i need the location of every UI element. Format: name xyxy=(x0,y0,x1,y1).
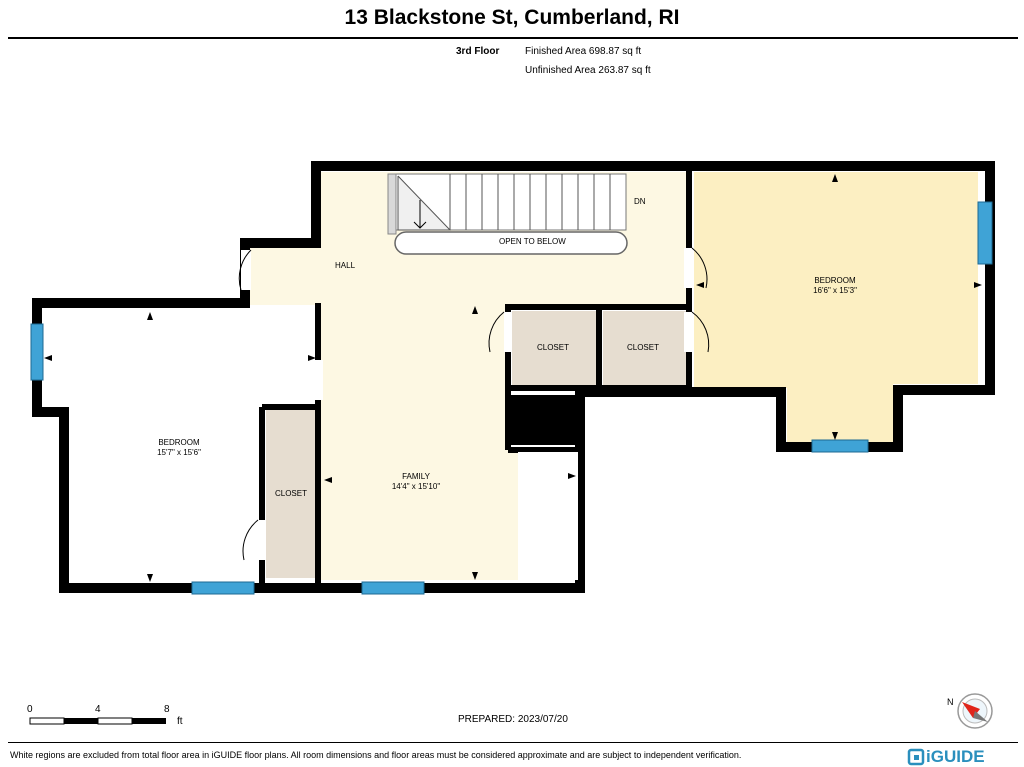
room-name: BEDROOM xyxy=(158,438,200,447)
prepared-date: PREPARED: 2023/07/20 xyxy=(458,714,568,725)
scale-unit: ft xyxy=(177,716,183,727)
windows xyxy=(30,201,993,595)
room-dimensions: 15'7" x 15'6" xyxy=(157,448,201,457)
room-family: FAMILY 14'4" x 15'10" xyxy=(371,472,461,492)
unfinished-area: Unfinished Area 263.87 sq ft xyxy=(525,65,651,76)
compass-north-label: N xyxy=(947,697,954,707)
disclaimer-text: White regions are excluded from total fl… xyxy=(10,750,742,760)
window-left xyxy=(30,323,44,381)
compass-icon xyxy=(957,693,993,729)
scale-bar xyxy=(29,717,166,725)
window-bottom-family xyxy=(361,581,425,595)
room-label-open-to-below: OPEN TO BELOW xyxy=(499,237,566,246)
window-bottom-left xyxy=(191,581,255,595)
room-name: FAMILY xyxy=(402,472,430,481)
room-label-hall: HALL xyxy=(335,261,356,270)
closet-1-floor xyxy=(512,311,596,385)
chimney-void xyxy=(510,395,576,445)
scale-tick-0: 0 xyxy=(27,704,33,715)
iguide-logo-icon xyxy=(907,748,925,766)
page-title: 13 Blackstone St, Cumberland, RI xyxy=(344,6,680,29)
room-dimensions: 16'6" x 15'3" xyxy=(813,286,857,295)
room-label-closet-1: CLOSET xyxy=(536,343,569,352)
bedroom-right-floor xyxy=(694,172,978,442)
window-right xyxy=(977,201,993,265)
room-label-closet-2: CLOSET xyxy=(626,343,659,352)
closet-2-floor xyxy=(603,311,687,385)
open-to-below-rail xyxy=(394,231,628,255)
dimension-markers xyxy=(44,174,982,582)
scale-tick-4: 4 xyxy=(95,704,101,715)
room-name: BEDROOM xyxy=(814,276,856,285)
room-bedroom-left: BEDROOM 15'7" x 15'6" xyxy=(134,438,224,458)
brand-name: iGUIDE xyxy=(926,747,985,766)
hall-floor xyxy=(250,172,686,580)
floor-label: 3rd Floor xyxy=(456,46,500,57)
room-label-closet-3: CLOSET xyxy=(274,489,307,498)
finished-area: Finished Area 698.87 sq ft xyxy=(525,46,642,57)
staircase xyxy=(387,173,627,235)
window-bay xyxy=(811,439,869,453)
header-divider xyxy=(8,37,1018,39)
room-bedroom-right: BEDROOM 16'6" x 15'3" xyxy=(790,276,880,296)
stairs-down-label: DN xyxy=(634,197,646,206)
room-dimensions: 14'4" x 15'10" xyxy=(391,482,441,491)
scale-tick-8: 8 xyxy=(164,704,170,715)
footer-divider xyxy=(8,742,1018,743)
closet-3-floor xyxy=(266,410,315,578)
